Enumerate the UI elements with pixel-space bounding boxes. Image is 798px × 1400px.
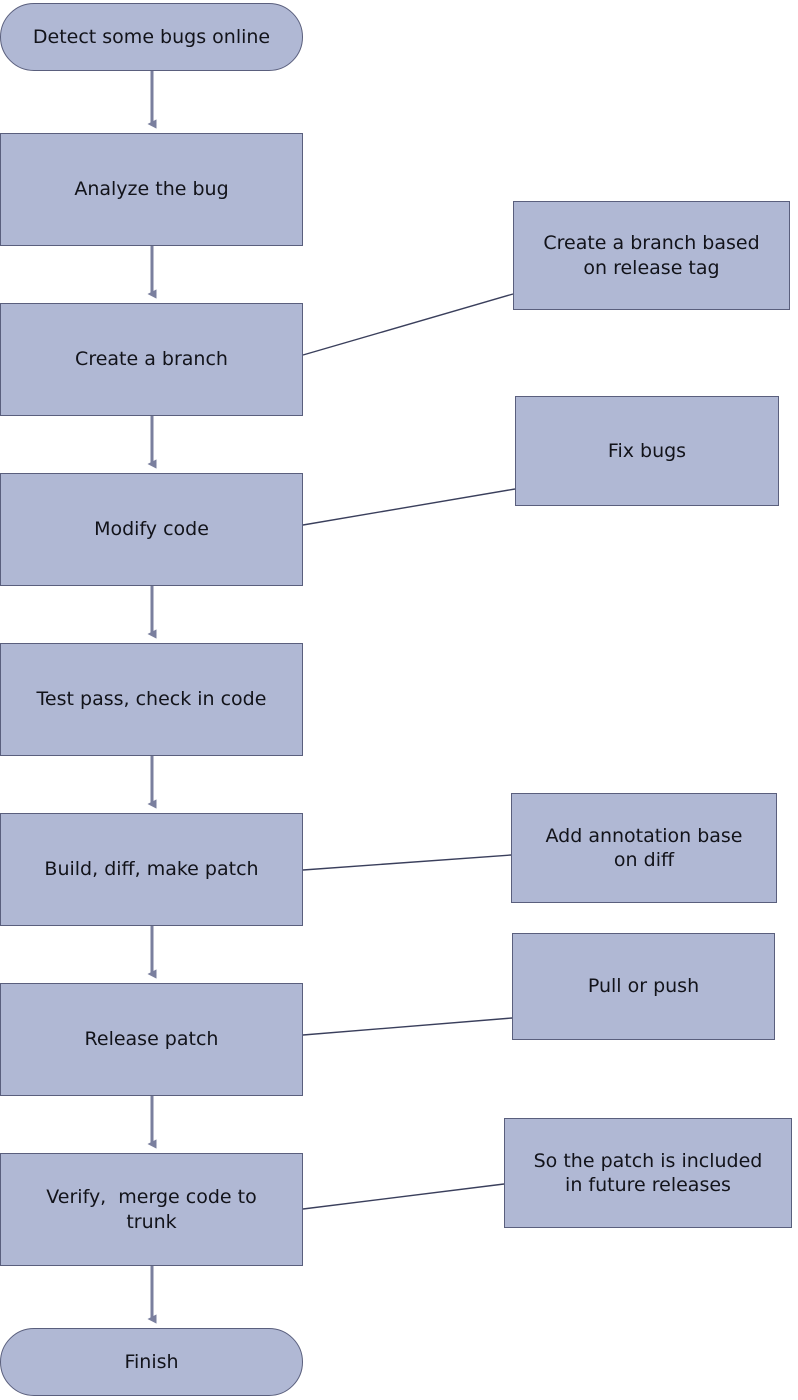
- flow-node-testpass[interactable]: Test pass, check in code: [0, 643, 303, 756]
- flow-node-analyze[interactable]: Analyze the bug: [0, 133, 303, 246]
- flow-node-label: Detect some bugs online: [32, 25, 271, 48]
- annotation-box-ann-build[interactable]: Add annotation base on diff: [511, 793, 777, 903]
- flow-node-label: Modify code: [94, 518, 209, 541]
- annotation-box-label: Fix bugs: [607, 439, 687, 462]
- annotation-box-ann-branch[interactable]: Create a branch based on release tag: [513, 201, 790, 310]
- flow-node-branch[interactable]: Create a branch: [0, 303, 303, 416]
- annotation-box-label: Pull or push: [587, 975, 700, 998]
- line-branch: [302, 293, 514, 356]
- annotation-box-label: So the patch is included in future relea…: [533, 1149, 763, 1196]
- flow-node-label: Test pass, check in code: [36, 688, 267, 711]
- flow-node-buildpatch[interactable]: Build, diff, make patch: [0, 813, 303, 926]
- line-verify: [302, 1183, 505, 1210]
- flow-node-label: Analyze the bug: [74, 178, 229, 201]
- flow-node-label: Build, diff, make patch: [44, 858, 259, 881]
- annotation-box-ann-modify[interactable]: Fix bugs: [515, 396, 779, 506]
- line-release: [302, 1017, 513, 1036]
- annotation-connectors: [302, 293, 516, 1210]
- annotation-box-label: Create a branch based on release tag: [543, 232, 760, 279]
- flow-node-label: Release patch: [84, 1028, 219, 1051]
- flow-node-modify[interactable]: Modify code: [0, 473, 303, 586]
- annotation-box-label: Add annotation base on diff: [545, 824, 743, 871]
- flow-node-label: Verify, merge code to trunk: [46, 1186, 257, 1233]
- flow-node-start[interactable]: Detect some bugs online: [0, 3, 303, 71]
- flow-node-label: Create a branch: [75, 348, 228, 371]
- flow-node-label: Finish: [124, 1350, 179, 1373]
- flow-node-verify[interactable]: Verify, merge code to trunk: [0, 1153, 303, 1266]
- flow-node-release[interactable]: Release patch: [0, 983, 303, 1096]
- annotation-box-ann-release[interactable]: Pull or push: [512, 933, 775, 1040]
- line-modify: [302, 488, 516, 526]
- annotation-box-ann-verify[interactable]: So the patch is included in future relea…: [504, 1118, 792, 1228]
- flow-node-finish[interactable]: Finish: [0, 1328, 303, 1396]
- line-build: [302, 854, 512, 871]
